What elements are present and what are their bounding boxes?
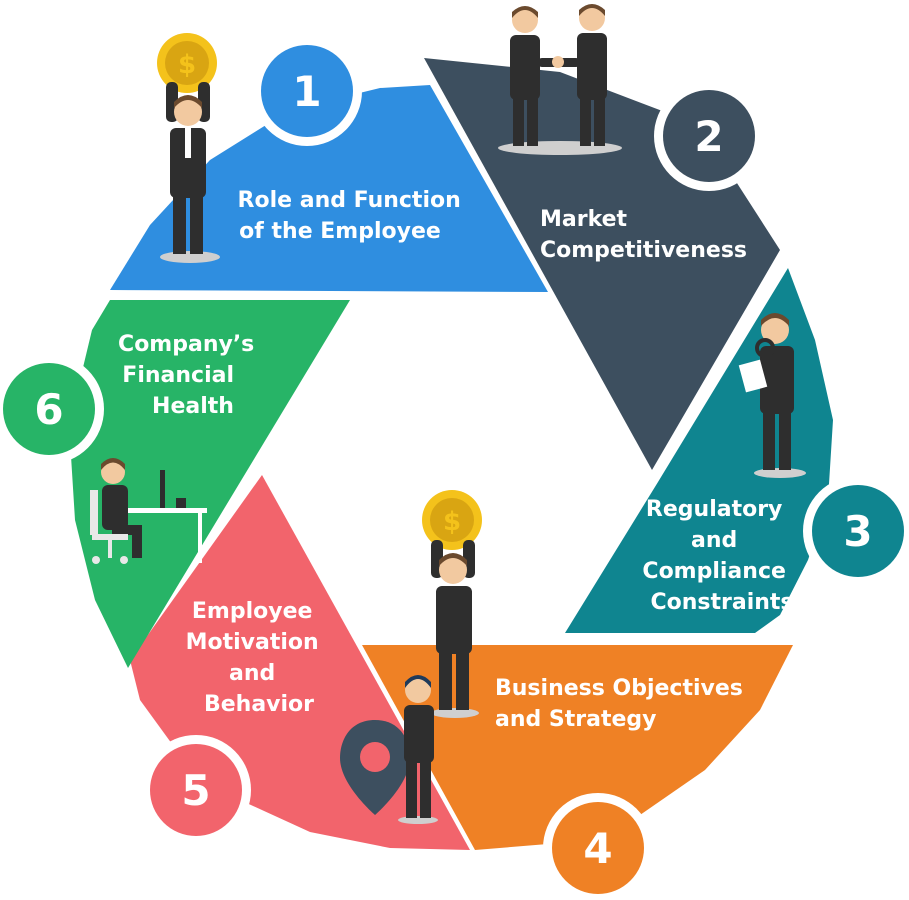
badge-5: 5 xyxy=(141,735,251,845)
segment-3-label: Regulatory and Compliance Constraints xyxy=(642,497,793,615)
badge-2: 2 xyxy=(654,81,764,191)
badge-2-number: 2 xyxy=(694,112,723,161)
segment-4-wedge xyxy=(362,645,793,850)
badge-3: 3 xyxy=(803,476,909,586)
segment-6-label: Company’s Financial Health xyxy=(118,332,262,419)
segment-2-label: Market Competitiveness xyxy=(540,207,747,263)
badge-6-number: 6 xyxy=(34,385,63,434)
badge-3-number: 3 xyxy=(843,507,872,556)
badge-1-number: 1 xyxy=(292,67,321,116)
coin-person-icon: $ xyxy=(157,33,220,263)
segment-4-label: Business Objectives and Strategy xyxy=(495,676,751,732)
handshake-people-icon xyxy=(498,4,622,155)
coin-person-icon-2: $ xyxy=(422,490,482,718)
badge-4: 4 xyxy=(543,793,653,900)
magnifier-person-icon xyxy=(738,313,806,478)
badge-6: 6 xyxy=(0,354,104,464)
desk-worker-icon xyxy=(90,458,207,564)
badge-3-circle xyxy=(812,485,904,577)
segment-1-label: Role and Function of the Employee xyxy=(238,188,469,244)
badge-5-circle xyxy=(150,744,242,836)
badge-2-circle xyxy=(663,90,755,182)
badge-6-circle xyxy=(3,363,95,455)
badge-5-number: 5 xyxy=(181,766,210,815)
location-pin-icon xyxy=(340,675,438,824)
badge-1: 1 xyxy=(252,36,362,146)
badge-1-circle xyxy=(261,45,353,137)
badge-4-number: 4 xyxy=(583,824,612,873)
badge-4-circle xyxy=(552,802,644,894)
segment-1-wedge xyxy=(110,85,548,292)
segment-6-wedge xyxy=(70,300,350,668)
svg-text:$: $ xyxy=(443,507,461,537)
svg-text:$: $ xyxy=(178,50,196,80)
segment-5-label: Employee Motivation and Behavior xyxy=(186,599,327,717)
